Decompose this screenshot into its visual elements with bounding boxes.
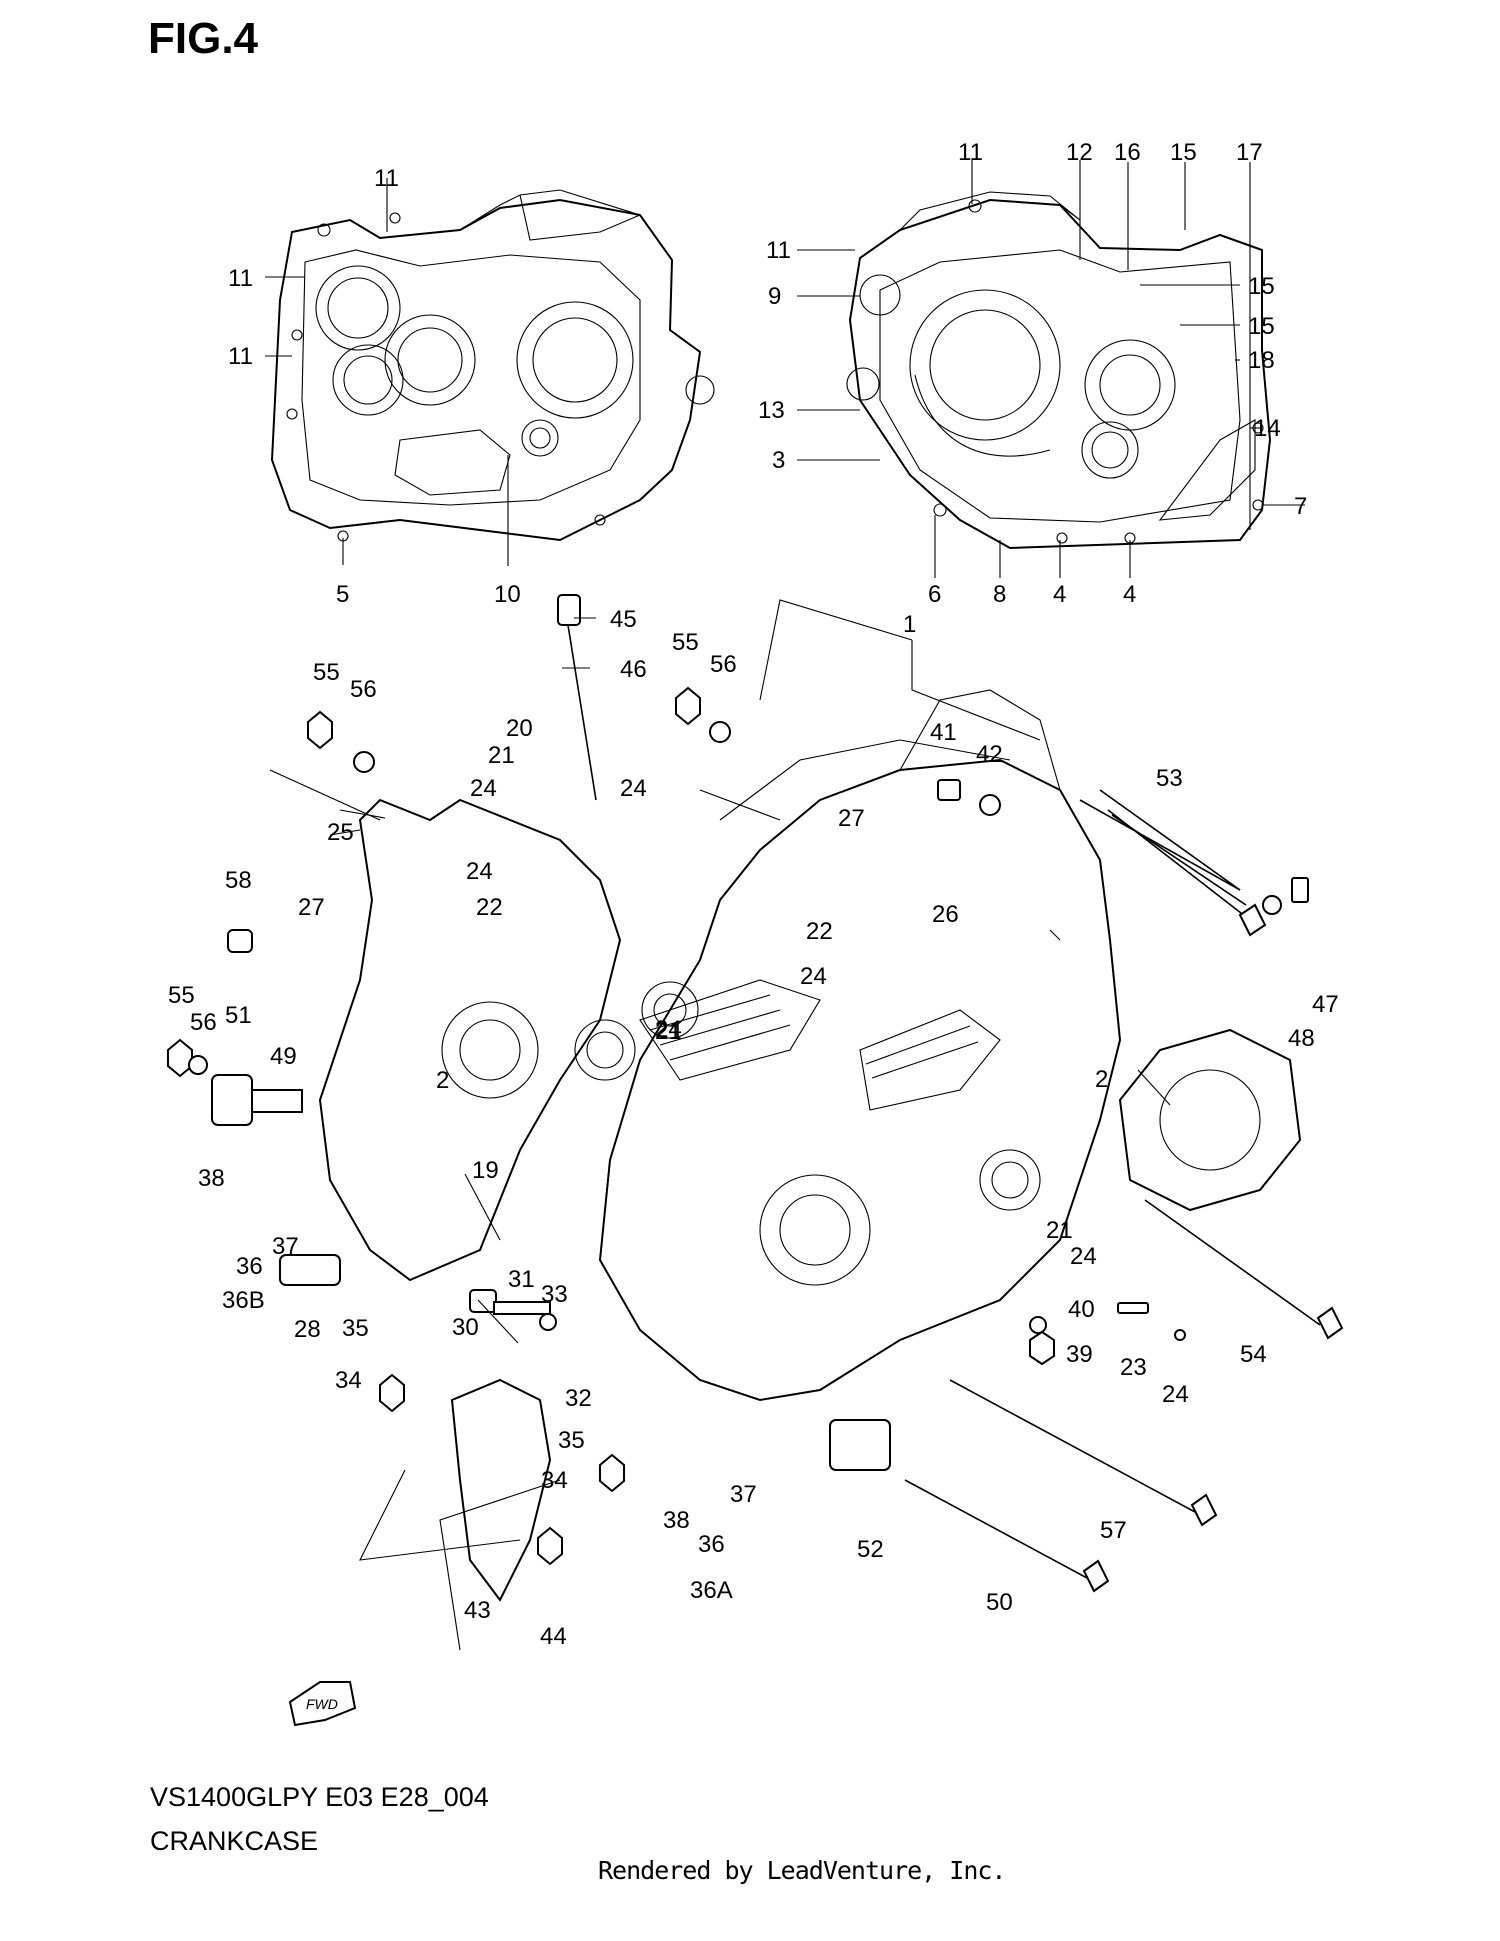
callout-label: 37: [730, 1481, 757, 1508]
callout-label: 19: [472, 1157, 499, 1184]
callout-label: 38: [198, 1165, 225, 1192]
callout-label: 56: [710, 651, 737, 678]
callout-label: 11: [958, 139, 983, 166]
callout-label: 7: [1294, 493, 1307, 520]
callout-label: 35: [558, 1427, 585, 1454]
callout-label: 21: [1046, 1217, 1073, 1244]
callout-label: 26: [932, 901, 959, 928]
callout-label: 55: [313, 659, 340, 686]
callout-label: 37: [272, 1233, 299, 1260]
callout-label: 11: [766, 237, 791, 264]
callout-label: 12: [1066, 139, 1093, 166]
callout-label: 46: [620, 656, 647, 683]
callout-label: 39: [1066, 1341, 1093, 1368]
callout-label: 20: [506, 715, 533, 742]
callout-label: 25: [327, 819, 354, 846]
callout-label: 28: [294, 1316, 321, 1343]
callout-label: 40: [1068, 1296, 1095, 1323]
callout-label: 1: [903, 611, 916, 638]
callout-label: 38: [663, 1507, 690, 1534]
callout-label: 16: [1114, 139, 1141, 166]
callout-label: 21: [655, 1018, 682, 1045]
callout-label: 47: [1312, 991, 1339, 1018]
callout-label: 24: [466, 858, 493, 885]
callout-label: 24: [655, 1016, 682, 1043]
callout-label: 36: [698, 1531, 725, 1558]
callout-label: 56: [350, 676, 377, 703]
callout-label: 31: [508, 1266, 535, 1293]
callout-label: 6: [928, 581, 941, 608]
callout-label: 13: [758, 397, 785, 424]
render-credit: Rendered by LeadVenture, Inc.: [598, 1856, 1006, 1885]
fwd-arrow: FWD: [288, 1681, 357, 1727]
callout-label: 10: [494, 581, 521, 608]
callout-label: 48: [1288, 1025, 1315, 1052]
callout-label: 24: [620, 775, 647, 802]
callout-label: 5: [336, 581, 349, 608]
callout-label: 15: [1248, 313, 1275, 340]
callout-label: 4: [1123, 581, 1136, 608]
callout-label: 36: [236, 1253, 263, 1280]
crankcase-assembly: [318, 689, 1302, 1402]
callout-label: 15: [1170, 139, 1197, 166]
callout-label: 33: [541, 1281, 568, 1308]
callout-label: 24: [470, 775, 497, 802]
callout-label: 43: [464, 1597, 491, 1624]
callout-label: 18: [1248, 347, 1275, 374]
callout-label: 41: [930, 719, 957, 746]
section-name: CRANKCASE: [150, 1826, 319, 1856]
crankcase-half-left-view: [270, 189, 715, 542]
figure-title: FIG.4: [148, 14, 259, 63]
callout-label: 3: [772, 447, 785, 474]
callout-label: 2: [436, 1067, 449, 1094]
callout-label: 44: [540, 1623, 567, 1650]
callout-label: 24: [1162, 1381, 1189, 1408]
callout-label: 24: [800, 963, 827, 990]
callout-label: 21: [488, 742, 515, 769]
callout-label: 50: [986, 1589, 1013, 1616]
leader-lines: [265, 160, 1305, 1651]
callout-label: 52: [857, 1536, 884, 1563]
crankcase-half-right-view: [846, 191, 1272, 550]
callout-label: 9: [768, 283, 781, 310]
callout-label: 32: [565, 1385, 592, 1412]
callout-label: 11: [228, 265, 253, 292]
callout-label: 36B: [222, 1287, 265, 1314]
callout-label: 34: [335, 1367, 362, 1394]
callout-label: 42: [976, 741, 1003, 768]
callout-label: 49: [270, 1043, 297, 1070]
callout-label: 55: [168, 982, 195, 1009]
hardware-parts: [167, 594, 1344, 1602]
callout-label: 34: [541, 1467, 568, 1494]
callout-label: 27: [298, 894, 325, 921]
callout-label: 11: [228, 343, 253, 370]
callout-label: 22: [476, 894, 503, 921]
callout-label: 22: [806, 918, 833, 945]
callout-label: 8: [993, 581, 1006, 608]
callout-label: 4: [1053, 581, 1066, 608]
callout-label: 54: [1240, 1341, 1267, 1368]
callout-label: 30: [452, 1314, 479, 1341]
callout-label: 51: [225, 1002, 252, 1029]
callout-label: 24: [1070, 1243, 1097, 1270]
callout-label: 14: [1254, 415, 1281, 442]
callout-label: 57: [1100, 1517, 1127, 1544]
callout-label: 55: [672, 629, 699, 656]
callout-label: 56: [190, 1009, 217, 1036]
callout-labels: 11 11 11 5 10 11 12 16 15 17 11 15 9 15 …: [168, 139, 1339, 1650]
callout-label: 45: [610, 606, 637, 633]
callout-label: 17: [1236, 139, 1263, 166]
callout-label: 36A: [690, 1577, 733, 1604]
callout-label: 27: [838, 805, 865, 832]
callout-label: 11: [374, 165, 399, 192]
callout-label: 53: [1156, 765, 1183, 792]
fwd-label: FWD: [306, 1696, 338, 1712]
callout-label: 23: [1120, 1354, 1147, 1381]
callout-label: 15: [1248, 273, 1275, 300]
callout-label: 35: [342, 1315, 369, 1342]
model-code: VS1400GLPY E03 E28_004: [150, 1782, 489, 1812]
callout-label: 2: [1095, 1066, 1108, 1093]
callout-label: 58: [225, 867, 252, 894]
